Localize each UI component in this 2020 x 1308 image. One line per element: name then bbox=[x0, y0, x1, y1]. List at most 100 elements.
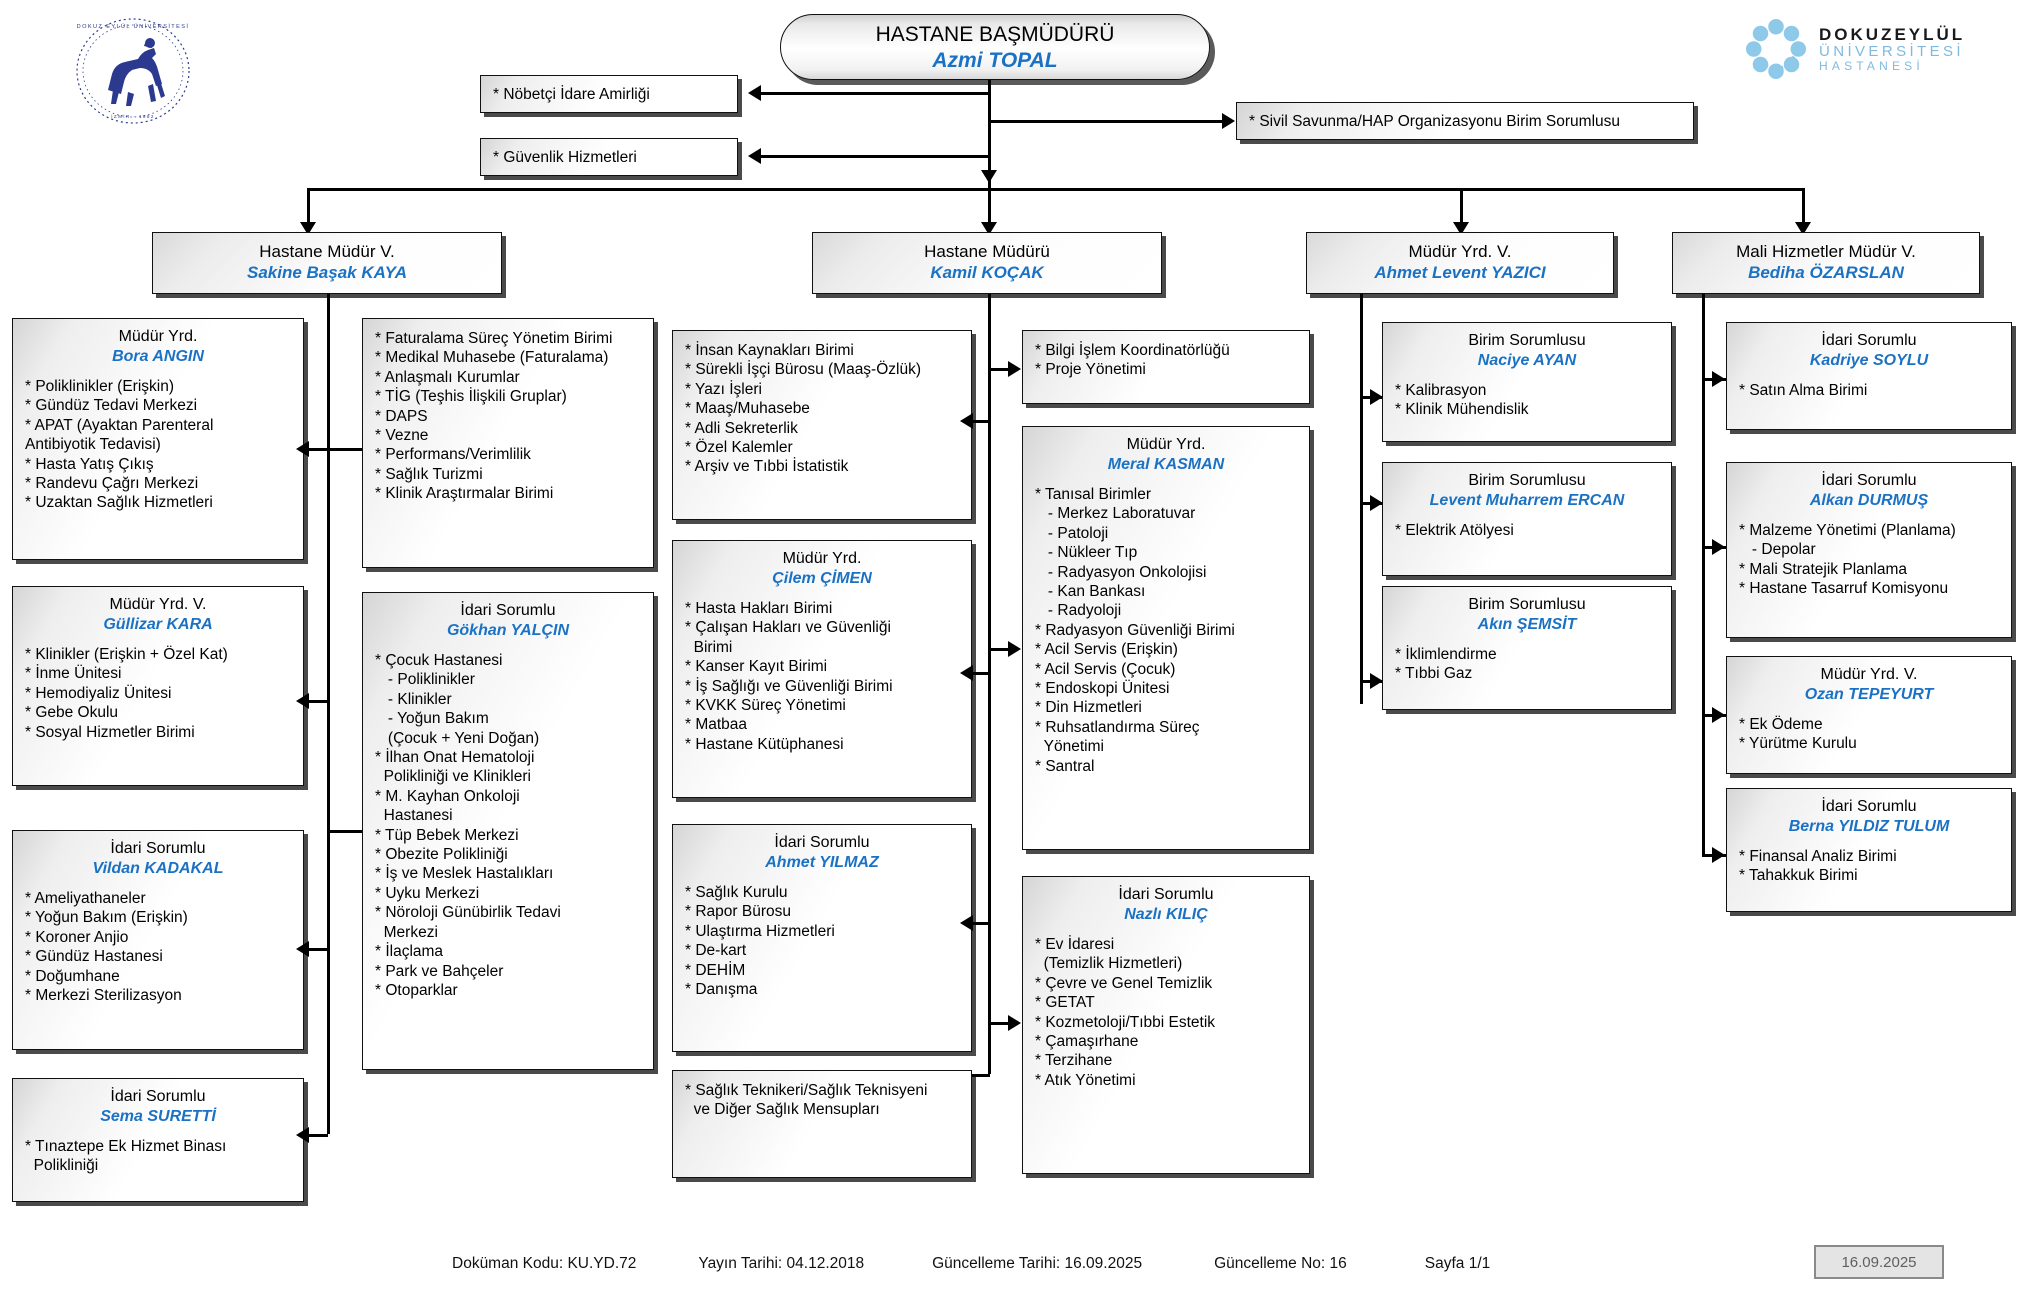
node-manager-hastane-mudur-v[interactable]: Hastane Müdür V. Sakine Başak KAYA bbox=[152, 232, 502, 294]
connector-levent-arrow bbox=[1370, 495, 1383, 511]
connector-col2-to-meral bbox=[988, 648, 1010, 651]
connector-bilgi-arrow bbox=[1008, 361, 1021, 377]
naciye-ayan-title: Birim Sorumlusu bbox=[1468, 332, 1586, 349]
node-akin-semsit[interactable]: Birim Sorumlusu Akın ŞEMSİT * İklimlendi… bbox=[1382, 586, 1672, 710]
connector-drop-col-3-arrow bbox=[1453, 222, 1469, 235]
kadriye-soylu-name: Kadriye SOYLU bbox=[1809, 352, 1929, 369]
ozan-tepeyurt-title: Müdür Yrd. V. bbox=[1820, 666, 1918, 683]
manager-1-title: Hastane Müdür V. bbox=[259, 242, 395, 261]
connector-col1-to-gullizar bbox=[306, 700, 328, 703]
connector-root-to-guvenlik bbox=[760, 155, 990, 158]
gokhan-yalcin-items: * Çocuk Hastanesi - Poliklinikler - Klin… bbox=[375, 652, 561, 999]
connector-drop-col-1 bbox=[307, 188, 310, 230]
ozan-tepeyurt-items: * Ek Ödeme * Yürütme Kurulu bbox=[1739, 716, 1857, 753]
berna-yildiz-name: Berna YILDIZ TULUM bbox=[1788, 818, 1950, 835]
meral-kasman-items: * Tanısal Birimler - Merkez Laboratuvar … bbox=[1035, 486, 1235, 775]
node-ozan-tepeyurt[interactable]: Müdür Yrd. V. Ozan TEPEYURT * Ek Ödeme *… bbox=[1726, 656, 2012, 774]
connector-nobetci-arrow bbox=[748, 85, 761, 101]
connector-drop-col-4 bbox=[1802, 188, 1805, 230]
insan-kaynaklari-items: * İnsan Kaynakları Birimi * Sürekli İşçi… bbox=[685, 342, 922, 476]
node-meral-kasman[interactable]: Müdür Yrd. Meral KASMAN * Tanısal Biriml… bbox=[1022, 426, 1310, 850]
footer-date-badge: 16.09.2025 bbox=[1814, 1245, 1944, 1279]
footer-publish-date: Yayın Tarihi: 04.12.2018 bbox=[698, 1255, 865, 1272]
node-saglik-teknikeri[interactable]: * Sağlık Teknikeri/Sağlık Teknisyeni ve … bbox=[672, 1070, 972, 1178]
node-sivil-savunma-hap[interactable]: * Sivil Savunma/HAP Organizasyonu Birim … bbox=[1236, 102, 1694, 140]
connector-spine-col-1 bbox=[327, 294, 330, 1134]
footer-page-number: Sayfa 1/1 bbox=[1424, 1255, 1491, 1272]
connector-col1-to-gokhan bbox=[327, 830, 362, 833]
node-manager-hastane-muduru[interactable]: Hastane Müdürü Kamil KOÇAK bbox=[812, 232, 1162, 294]
node-alkan-durmus[interactable]: İdari Sorumlu Alkan DURMUŞ * Malzeme Yön… bbox=[1726, 462, 2012, 638]
levent-ercan-items: * Elektrik Atölyesi bbox=[1395, 522, 1514, 539]
node-gullizar-kara[interactable]: Müdür Yrd. V. Güllizar KARA * Klinikler … bbox=[12, 586, 304, 786]
connector-col2-to-cilem bbox=[972, 672, 990, 675]
node-hastane-basmuduru[interactable]: HASTANE BAŞMÜDÜRÜ Azmi TOPAL bbox=[780, 14, 1210, 80]
connector-nazli-arrow bbox=[1008, 1015, 1021, 1031]
gullizar-kara-items: * Klinikler (Erişkin + Özel Kat) * İnme … bbox=[25, 646, 228, 741]
connector-gullizar-arrow bbox=[296, 693, 309, 709]
connector-col1-to-bora bbox=[306, 448, 328, 451]
bilgi-islem-items: * Bilgi İşlem Koordinatörlüğü * Proje Yö… bbox=[1035, 342, 1230, 379]
gokhan-yalcin-name: Gökhan YALÇIN bbox=[446, 622, 570, 639]
node-sema-suretti[interactable]: İdari Sorumlu Sema SURETTİ * Tınaztepe E… bbox=[12, 1078, 304, 1202]
footer-update-no: Güncelleme No: 16 bbox=[1214, 1255, 1347, 1272]
connector-col1-to-faturalama bbox=[327, 448, 362, 451]
node-manager-mudur-yrd-v[interactable]: Müdür Yrd. V. Ahmet Levent YAZICI bbox=[1306, 232, 1614, 294]
nazli-kilic-title: İdari Sorumlu bbox=[1118, 886, 1214, 903]
naciye-ayan-items: * Kalibrasyon * Klinik Mühendislik bbox=[1395, 382, 1529, 419]
connector-col2-to-insan bbox=[972, 420, 990, 423]
node-kadriye-soylu[interactable]: İdari Sorumlu Kadriye SOYLU * Satın Alma… bbox=[1726, 322, 2012, 430]
connector-drop-col-1-arrow bbox=[300, 222, 316, 235]
node-manager-mali-hizmetler[interactable]: Mali Hizmetler Müdür V. Bediha ÖZARSLAN bbox=[1672, 232, 1980, 294]
node-berna-yildiz-tulum[interactable]: İdari Sorumlu Berna YILDIZ TULUM * Finan… bbox=[1726, 788, 2012, 912]
connector-meral-arrow bbox=[1008, 641, 1021, 657]
svg-text:İZMİR - 1982: İZMİR - 1982 bbox=[111, 113, 155, 119]
ahmet-yilmaz-title: İdari Sorumlu bbox=[774, 834, 870, 851]
node-cilem-cimen[interactable]: Müdür Yrd. Çilem ÇİMEN * Hasta Hakları B… bbox=[672, 540, 972, 798]
node-naciye-ayan[interactable]: Birim Sorumlusu Naciye AYAN * Kalibrasyo… bbox=[1382, 322, 1672, 442]
cilem-cimen-name: Çilem ÇİMEN bbox=[772, 570, 872, 587]
node-ahmet-yilmaz[interactable]: İdari Sorumlu Ahmet YILMAZ * Sağlık Kuru… bbox=[672, 824, 972, 1052]
connector-drop-col-4-arrow bbox=[1795, 222, 1811, 235]
berna-yildiz-items: * Finansal Analiz Birimi * Tahakkuk Biri… bbox=[1739, 848, 1897, 885]
hospital-logo-line-3: HASTANESİ bbox=[1819, 58, 1924, 73]
node-bora-angin[interactable]: Müdür Yrd. Bora ANGIN * Poliklinikler (E… bbox=[12, 318, 304, 560]
node-nobetci-idare-amirligi[interactable]: * Nöbetçi İdare Amirliği bbox=[480, 75, 738, 113]
node-levent-muharrem-ercan[interactable]: Birim Sorumlusu Levent Muharrem ERCAN * … bbox=[1382, 462, 1672, 576]
footer-doc-code: Doküman Kodu: KU.YD.72 bbox=[452, 1255, 637, 1272]
manager-1-name: Sakine Başak KAYA bbox=[247, 263, 407, 282]
connector-sivil-arrow bbox=[1222, 113, 1235, 129]
node-insan-kaynaklari[interactable]: * İnsan Kaynakları Birimi * Sürekli İşçi… bbox=[672, 330, 972, 520]
connector-root-to-sivil bbox=[988, 120, 1224, 123]
hospital-logo-line-1: DOKUZEYLÜL bbox=[1819, 24, 1966, 44]
hospital-logo: DOKUZEYLÜL ÜNİVERSİTESİ HASTANESİ bbox=[1745, 14, 1995, 84]
root-title: HASTANE BAŞMÜDÜRÜ bbox=[875, 23, 1115, 46]
connector-spine-col-3 bbox=[1360, 294, 1363, 704]
connector-col1-to-vildan bbox=[306, 948, 328, 951]
connector-root-trunk-arrow bbox=[981, 170, 997, 183]
connector-spine-col-4 bbox=[1702, 294, 1705, 854]
node-guvenlik-hizmetleri[interactable]: * Güvenlik Hizmetleri bbox=[480, 138, 738, 176]
connector-col1-to-sema bbox=[306, 1134, 328, 1137]
connector-alkan-arrow bbox=[1712, 539, 1725, 555]
manager-3-name: Ahmet Levent YAZICI bbox=[1374, 263, 1546, 282]
node-bilgi-islem[interactable]: * Bilgi İşlem Koordinatörlüğü * Proje Yö… bbox=[1022, 330, 1310, 404]
vildan-kadakal-title: İdari Sorumlu bbox=[110, 840, 206, 857]
ahmet-yilmaz-name: Ahmet YILMAZ bbox=[765, 854, 879, 871]
node-gokhan-yalcin[interactable]: İdari Sorumlu Gökhan YALÇIN * Çocuk Hast… bbox=[362, 592, 654, 1070]
footer-update-date: Güncelleme Tarihi: 16.09.2025 bbox=[932, 1255, 1143, 1272]
university-crest-logo: DOKUZ EYLÜL ÜNİVERSİTESİ İZMİR - 1982 bbox=[68, 12, 198, 130]
gullizar-kara-name: Güllizar KARA bbox=[103, 616, 213, 633]
svg-text:DOKUZ EYLÜL ÜNİVERSİTESİ: DOKUZ EYLÜL ÜNİVERSİTESİ bbox=[77, 23, 190, 30]
node-vildan-kadakal[interactable]: İdari Sorumlu Vildan KADAKAL * Ameliyath… bbox=[12, 830, 304, 1050]
meral-kasman-title: Müdür Yrd. bbox=[1126, 436, 1206, 453]
node-nazli-kilic[interactable]: İdari Sorumlu Nazlı KILIÇ * Ev İdaresi (… bbox=[1022, 876, 1310, 1174]
ahmet-yilmaz-items: * Sağlık Kurulu * Rapor Bürosu * Ulaştır… bbox=[685, 884, 835, 999]
connector-bora-arrow bbox=[296, 441, 309, 457]
connector-insan-arrow bbox=[960, 413, 973, 429]
bora-angin-items: * Poliklinikler (Erişkin) * Gündüz Tedav… bbox=[25, 378, 214, 512]
saglik-teknikeri-items: * Sağlık Teknikeri/Sağlık Teknisyeni ve … bbox=[685, 1082, 928, 1119]
alkan-durmus-name: Alkan DURMUŞ bbox=[1809, 492, 1929, 509]
node-faturalama-birimleri[interactable]: * Faturalama Süreç Yönetim Birimi * Medi… bbox=[362, 318, 654, 568]
